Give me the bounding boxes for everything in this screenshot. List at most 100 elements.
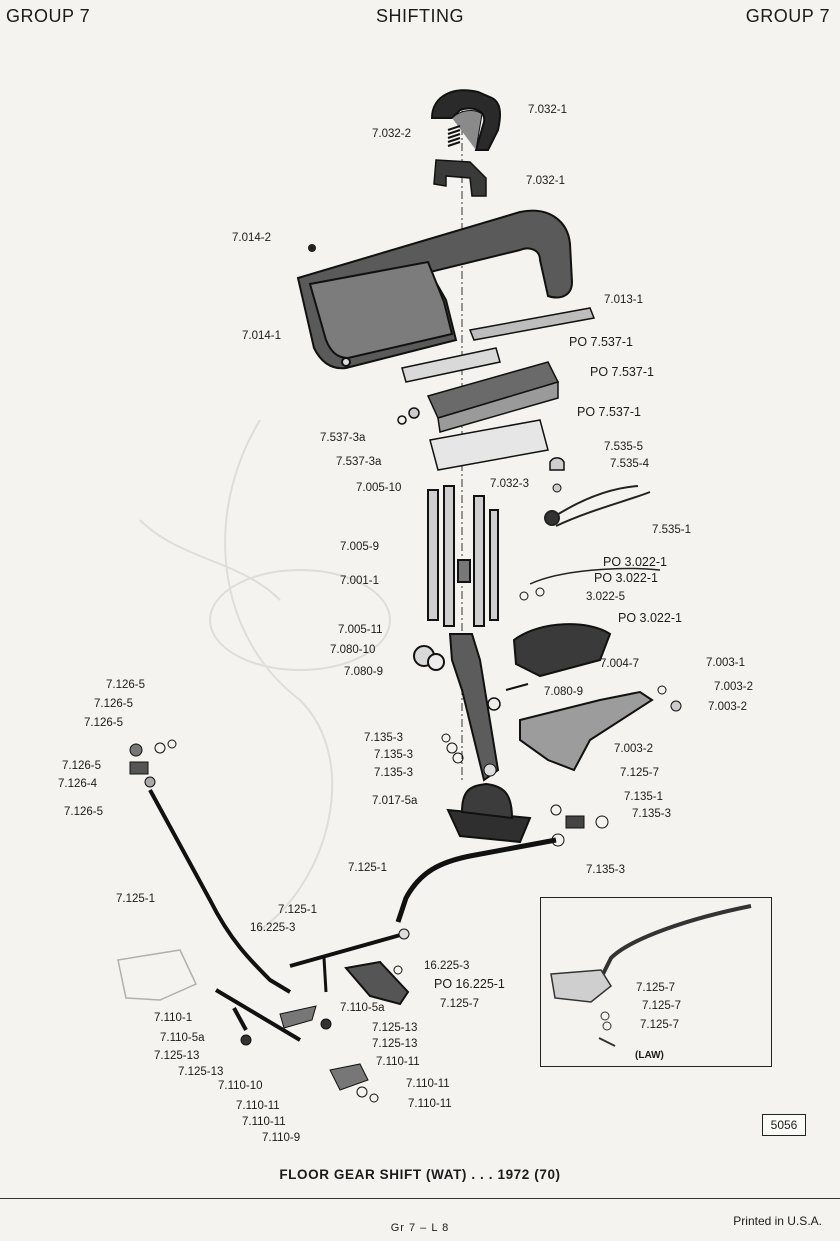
callout-label: 7.017-5a [372,795,418,807]
callout-label: 7.125-7 [640,1019,680,1031]
callout-label: PO 7.537-1 [577,405,641,419]
shift-rod-long [148,789,292,994]
indicator-housing [426,361,560,433]
callout-label: 7.003-2 [708,701,748,713]
callout-label: 16.225-3 [424,960,470,972]
callout-label: 7.014-1 [242,330,282,342]
callout-label: 7.135-1 [624,791,664,803]
callout-label: 7.110-11 [376,1056,420,1068]
callout-label: 7.135-3 [374,767,414,779]
law-variant-inset [540,897,772,1067]
callout-label: 7.125-13 [372,1038,418,1050]
callout-label: 7.126-4 [58,778,98,790]
callout-label: 7.126-5 [106,679,146,691]
console-cover [296,209,574,370]
callout-label: 7.110-9 [262,1132,301,1144]
callout-label: 7.110-5a [160,1032,205,1044]
callout-label: 7.125-7 [642,1000,682,1012]
callout-label: 7.032-2 [372,128,412,140]
callout-label: 16.225-3 [250,922,296,934]
callout-label: 7.135-3 [632,808,672,820]
shift-bracket [519,690,654,772]
ghost-background [139,419,391,931]
callout-label: 7.080-9 [344,666,384,678]
callout-label: 7.014-2 [232,232,272,244]
bracket-washer [657,685,667,695]
callout-label: 7.110-10 [218,1080,263,1092]
inset-label: (LAW) [635,1050,664,1061]
page-number: Gr 7 – L 8 [390,1222,450,1234]
callout-label: 7.125-7 [440,998,480,1010]
nut [408,407,420,419]
callout-label: 7.125-13 [372,1022,418,1034]
bulb-socket [552,483,562,493]
callout-label: PO 7.537-1 [569,335,633,349]
callout-label: 7.005-11 [338,624,383,636]
callout-label: 7.135-3 [374,749,414,761]
callout-label: PO 7.537-1 [590,365,654,379]
swivel-block [129,761,149,775]
figure-number: 5056 [762,1114,806,1136]
callout-label: 7.126-5 [64,806,104,818]
swivel [129,743,143,757]
indicator-lens [401,347,501,383]
callout-label: 7.125-13 [178,1066,224,1078]
lower-bracket [329,1063,369,1091]
group-heading-left: GROUP 7 [6,6,91,26]
callout-label: 7.126-5 [84,717,124,729]
shift-knob-top [430,89,501,151]
lever-pivot-hole [483,763,497,777]
callout-label: 7.125-7 [636,982,676,994]
callout-label: 7.110-11 [242,1116,286,1128]
inset-drawing [550,904,752,1047]
washer [397,415,407,425]
callout-label: 7.003-1 [706,657,746,669]
transmission-outline [117,949,198,1001]
lower-rod [214,988,302,1042]
callout-label: 7.125-1 [116,893,156,905]
relay-lever [344,960,410,1006]
callout-label: 7.135-3 [364,732,404,744]
cover-screw [308,244,316,252]
group-heading-right: GROUP 7 [745,6,830,26]
callout-label: 7.125-13 [154,1050,200,1062]
callout-label: 3.022-5 [586,591,626,603]
bulb [549,457,565,471]
callout-label: 7.013-1 [604,294,644,306]
callout-label: PO 16.225-1 [434,977,505,991]
callout-label: 7.080-10 [330,644,376,656]
callout-label: 7.001-1 [340,575,380,587]
callout-label: 7.126-5 [94,698,134,710]
shift-boot [446,782,532,844]
callout-label: 7.032-3 [490,478,530,490]
callout-label: PO 3.022-1 [594,571,658,585]
callout-label: PO 3.022-1 [618,611,682,625]
indicator-bracket [429,419,549,471]
knob-spring [447,125,461,147]
callout-label: 7.125-7 [620,767,660,779]
callout-label: 7.535-1 [652,524,692,536]
callout-label: 7.005-10 [356,482,402,494]
bushing-inner [427,653,445,671]
shift-gate [427,485,499,627]
link-rod [289,932,405,968]
callout-label: 7.535-5 [604,441,644,453]
callout-label: 7.110-1 [154,1012,193,1024]
callout-label: PO 3.022-1 [603,555,667,569]
wire-harness [544,485,651,527]
callout-label: 7.125-1 [348,862,388,874]
bolt [322,957,328,993]
shift-rod-upper [395,837,557,923]
callout-label: 7.032-1 [528,104,568,116]
callout-label: 7.110-11 [408,1098,452,1110]
callout-label: 7.003-2 [614,743,654,755]
callout-label: 7.110-5a [340,1002,385,1014]
callout-label: 7.110-11 [406,1078,450,1090]
callout-label: 7.004-7 [600,658,640,670]
callout-label: 7.535-4 [610,458,650,470]
callout-label: 7.537-3a [336,456,382,468]
footer-divider [0,1198,840,1199]
lower-lever [279,1005,317,1029]
callout-label: 7.125-1 [278,904,318,916]
